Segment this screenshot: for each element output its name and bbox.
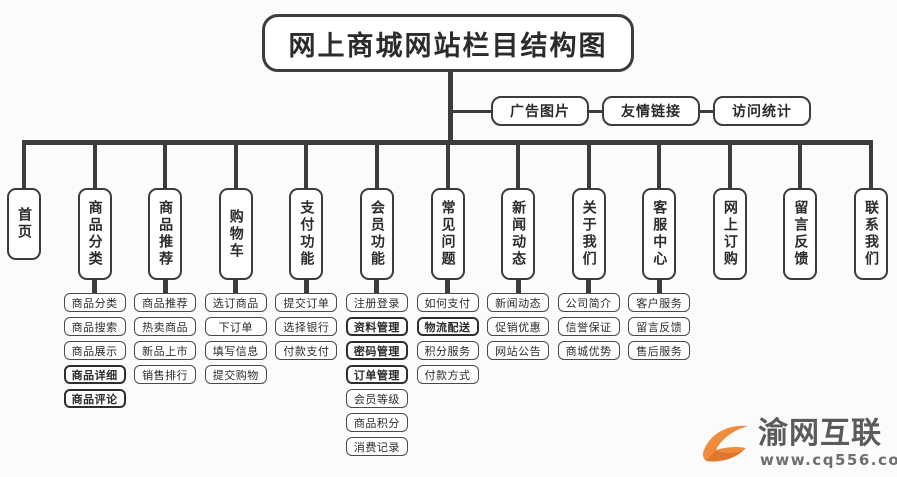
column-drop-connector-6 [374,144,379,190]
column-header-9[interactable]: 关于我们 [571,188,606,280]
sub-item[interactable]: 新品上市 [134,341,197,360]
column-drop-connector-7 [445,144,450,190]
sub-item[interactable]: 付款支付 [275,341,338,360]
column-header-6[interactable]: 会员功能 [359,188,394,280]
aux-node-1[interactable]: 广告图片 [491,96,589,126]
sub-item[interactable]: 填写信息 [204,341,267,360]
column-sub-stem-4 [233,280,239,293]
sub-item[interactable]: 售后服务 [628,341,691,360]
sub-item[interactable]: 资料管理 [345,317,408,336]
sub-item[interactable]: 热卖商品 [134,317,197,336]
sub-item[interactable]: 销售排行 [134,365,197,384]
sub-item[interactable]: 客户服务 [628,293,691,312]
aux-node-3[interactable]: 访问统计 [713,96,811,126]
column-sub-stem-5 [303,280,309,293]
column-header-7[interactable]: 常见问题 [430,188,465,280]
sub-item[interactable]: 商品详细 [63,365,126,384]
column-sub-stem-3 [162,280,168,293]
sub-item[interactable]: 商城优势 [557,341,620,360]
sub-item[interactable]: 会员等级 [345,389,408,408]
column-header-10[interactable]: 客服中心 [642,188,677,280]
sub-item[interactable]: 商品分类 [63,293,126,312]
column-header-13[interactable]: 联系我们 [854,188,888,280]
column-sub-stem-8 [515,280,521,293]
sub-item[interactable]: 信誉保证 [557,317,620,336]
sub-item[interactable]: 选择银行 [275,317,338,336]
aux-node-2[interactable]: 友情链接 [602,96,700,126]
sub-item[interactable]: 新闻动态 [487,293,550,312]
column-header-4[interactable]: 购物车 [218,188,253,280]
column-drop-connector-2 [92,144,97,190]
column-header-11[interactable]: 网上订购 [712,188,747,280]
column-drop-connector-1 [22,144,26,190]
sub-item[interactable]: 如何支付 [416,293,479,312]
watermark-url: www.cq556.com [760,451,897,469]
sub-item[interactable]: 商品展示 [63,341,126,360]
sub-item[interactable]: 密码管理 [345,341,408,360]
column-header-8[interactable]: 新闻动态 [501,188,536,280]
sub-item[interactable]: 留言反馈 [628,317,691,336]
chart-title-box: 网上商城网站栏目结构图 [262,14,634,72]
sub-item[interactable]: 提交订单 [275,293,338,312]
sub-item[interactable]: 促销优惠 [487,317,550,336]
title-stem-connector [448,72,453,142]
sub-item[interactable]: 公司简介 [557,293,620,312]
sub-item[interactable]: 网站公告 [487,341,550,360]
column-sub-stem-6 [374,280,380,293]
column-drop-connector-4 [233,144,238,190]
watermark: 渝网互联 www.cq556.com [700,416,897,472]
column-sub-stem-10 [656,280,662,293]
column-sub-stem-9 [586,280,592,293]
column-sub-stem-2 [92,280,98,293]
column-drop-connector-9 [586,144,591,190]
sub-item[interactable]: 商品评论 [63,389,126,408]
sub-item[interactable]: 付款方式 [416,365,479,384]
column-header-12[interactable]: 留言反馈 [783,188,818,280]
column-header-5[interactable]: 支付功能 [289,188,324,280]
sub-item[interactable]: 积分服务 [416,341,479,360]
column-drop-connector-12 [798,144,803,190]
sub-item[interactable]: 商品积分 [345,413,408,432]
column-sub-stem-7 [445,280,450,293]
aux-branch-connector [453,110,491,113]
sub-item[interactable]: 商品搜索 [63,317,126,336]
watermark-brand: 渝网互联 [758,416,882,451]
sub-item[interactable]: 下订单 [204,317,267,336]
sub-item[interactable]: 物流配送 [416,317,479,336]
column-drop-connector-5 [304,144,309,190]
column-drop-connector-8 [516,144,521,190]
sub-item[interactable]: 提交购物 [204,365,267,384]
sub-item[interactable]: 商品推荐 [134,293,197,312]
main-bus-line [22,140,873,145]
column-drop-connector-3 [163,144,168,190]
sub-item[interactable]: 订单管理 [345,365,408,384]
aux-link-connector-2 [700,110,713,113]
sub-item[interactable]: 选订商品 [204,293,267,312]
column-header-3[interactable]: 商品推荐 [148,188,183,280]
column-drop-connector-13 [869,144,873,190]
sub-item[interactable]: 消费记录 [345,437,408,456]
swoosh-logo-icon [702,425,748,462]
aux-link-connector-1 [589,110,602,113]
column-header-2[interactable]: 商品分类 [77,188,112,280]
column-drop-connector-10 [657,144,662,190]
column-drop-connector-11 [727,144,732,190]
sub-item[interactable]: 注册登录 [345,293,408,312]
column-header-1[interactable]: 首页 [7,188,41,260]
